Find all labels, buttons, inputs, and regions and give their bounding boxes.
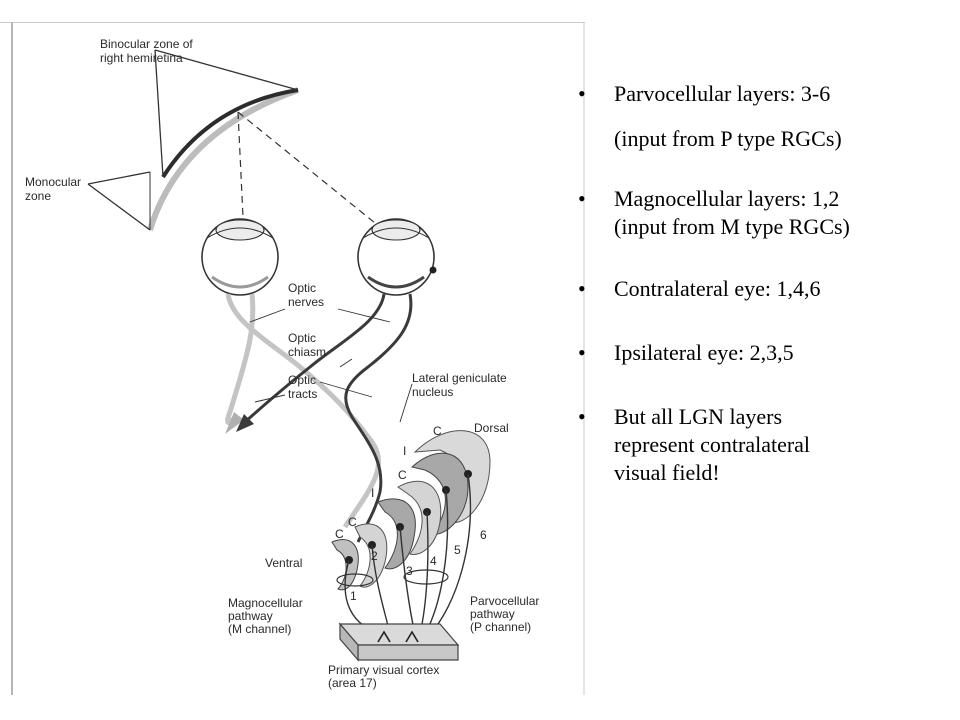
parvo-pathway-oval (403, 569, 449, 585)
visual-pathway-figure: Binocular zone of right hemiretina Monoc… (0, 22, 585, 695)
optic-chiasm-label-2: chiasm (288, 345, 326, 359)
bullet-dot: • (578, 340, 586, 365)
layer-marker-3: C (398, 468, 407, 482)
bullet-text: (input from P type RGCs) (614, 126, 842, 151)
bullet-list: • Parvocellular layers: 3-6 (input from … (578, 80, 950, 487)
lgn-leader (399, 383, 413, 423)
right-eye (357, 218, 435, 296)
optic-nerves-label-1: Optic (288, 281, 316, 295)
bullet-magnocellular: • Magnocellular layers: 1,2 (input from … (578, 185, 950, 241)
layer-marker-6: C (433, 424, 442, 438)
magno-pathway-oval (336, 573, 374, 587)
binocular-zone-label-1: Binocular zone of (100, 37, 193, 51)
optic-tract-right-arrow (236, 414, 254, 432)
bullet-dot: • (578, 404, 586, 429)
optic-nerve-left-crossed (225, 293, 382, 529)
cortex-label-2: (area 17) (328, 676, 377, 690)
layer-number-5: 5 (454, 543, 461, 557)
binocular-field-arc (161, 88, 299, 179)
dorsal-label: Dorsal (474, 421, 509, 435)
bullet-lgn-visual-field: • But all LGN layers represent contralat… (578, 403, 950, 487)
visual-field-arc-light (147, 87, 300, 231)
layer-number-2: 2 (371, 549, 378, 563)
optic-tract-left-arrow (225, 412, 244, 434)
optic-nerve-right-uncrossed (344, 293, 413, 543)
optic-chiasm-leader (339, 358, 353, 368)
right-eye-lens (371, 219, 421, 241)
magno-pathway-label-3: (M channel) (228, 622, 291, 636)
monocular-bracket-bottom (87, 183, 151, 231)
bullet-dot: • (578, 186, 586, 211)
bullet-text: But all LGN layers (614, 404, 783, 429)
visual-pathway-diagram: Binocular zone of right hemiretina Monoc… (0, 22, 585, 695)
right-eye-ganglion-cell (429, 266, 437, 274)
bullet-text: visual field! (614, 460, 720, 485)
bullet-parvocellular: • Parvocellular layers: 3-6 (input from … (578, 80, 950, 153)
monocular-zone-label-2: zone (25, 189, 51, 203)
left-eye (201, 218, 279, 296)
lgn-label-1: Lateral geniculate (412, 371, 507, 385)
left-eye-retina (211, 275, 269, 289)
bullet-dot: • (578, 81, 586, 106)
bullet-text: Ipsilateral eye: 2,3,5 (614, 340, 794, 365)
layer-marker-5: I (403, 444, 406, 458)
parvo-pathway-label-2: pathway (470, 607, 515, 621)
optic-nerve-left-uncrossed (225, 293, 256, 426)
layer-marker-4: I (371, 486, 374, 500)
optic-nerve-right-crossed (243, 293, 386, 424)
ventral-label: Ventral (265, 556, 302, 570)
binocular-bracket-side (154, 49, 164, 178)
monocular-bracket-top (87, 171, 151, 185)
parvo-projection-6 (429, 473, 472, 635)
visual-cortex-front (357, 644, 459, 661)
lgn-layer-2 (354, 523, 388, 588)
lgn-label-2: nucleus (412, 385, 453, 399)
magno-pathway-label-2: pathway (228, 609, 273, 623)
bullet-text: (input from M type RGCs) (614, 214, 850, 239)
optic-nerves-leader-left (249, 308, 286, 323)
layer-number-3: 3 (406, 564, 413, 578)
cortex-input-marks (377, 630, 419, 643)
optic-nerves-leader-right (337, 308, 391, 323)
visual-cortex-side (339, 622, 359, 662)
optic-tracts-leader-left (254, 394, 286, 403)
optic-tracts-label-1: Optic (288, 373, 316, 387)
right-eye-retina (367, 275, 425, 289)
layer-marker-1: C (335, 527, 344, 541)
parvo-pathway-label-1: Parvocellular (470, 594, 539, 608)
bullet-text: Magnocellular layers: 1,2 (614, 186, 840, 211)
optic-tracts-label-2: tracts (288, 387, 317, 401)
layer-marker-2: C (348, 515, 357, 529)
bullet-contralateral: • Contralateral eye: 1,4,6 (578, 275, 950, 303)
binocular-bracket-top (154, 49, 299, 91)
optic-tracts-leader-right (319, 381, 373, 398)
left-eye-iris (206, 227, 274, 239)
right-eye-iris (362, 227, 430, 239)
bullet-dot: • (578, 276, 586, 301)
optic-chiasm-label-1: Optic (288, 331, 316, 345)
bullet-text: Parvocellular layers: 3-6 (614, 81, 831, 106)
bullet-ipsilateral: • Ipsilateral eye: 2,3,5 (578, 339, 950, 367)
layer-number-6: 6 (480, 528, 487, 542)
optic-nerves-label-2: nerves (288, 295, 324, 309)
magno-pathway-label-1: Magnocellular (228, 596, 303, 610)
bullet-text: Contralateral eye: 1,4,6 (614, 276, 821, 301)
parvo-pathway-label-3: (P channel) (470, 620, 531, 634)
layer-number-4: 4 (430, 554, 437, 568)
bullet-text: represent contralateral (614, 432, 811, 457)
left-eye-lens (215, 219, 265, 241)
monocular-zone-label-1: Monocular (25, 175, 81, 189)
lgn-layers (331, 430, 491, 591)
projection-line-left (237, 111, 247, 281)
lgn-layer-1 (331, 539, 359, 591)
visual-cortex-top (338, 623, 460, 646)
cortex-label-1: Primary visual cortex (328, 663, 439, 677)
binocular-zone-label-2: right hemiretina (100, 51, 183, 65)
layer-number-1: 1 (350, 589, 357, 603)
lgn-layer-4 (397, 480, 442, 556)
